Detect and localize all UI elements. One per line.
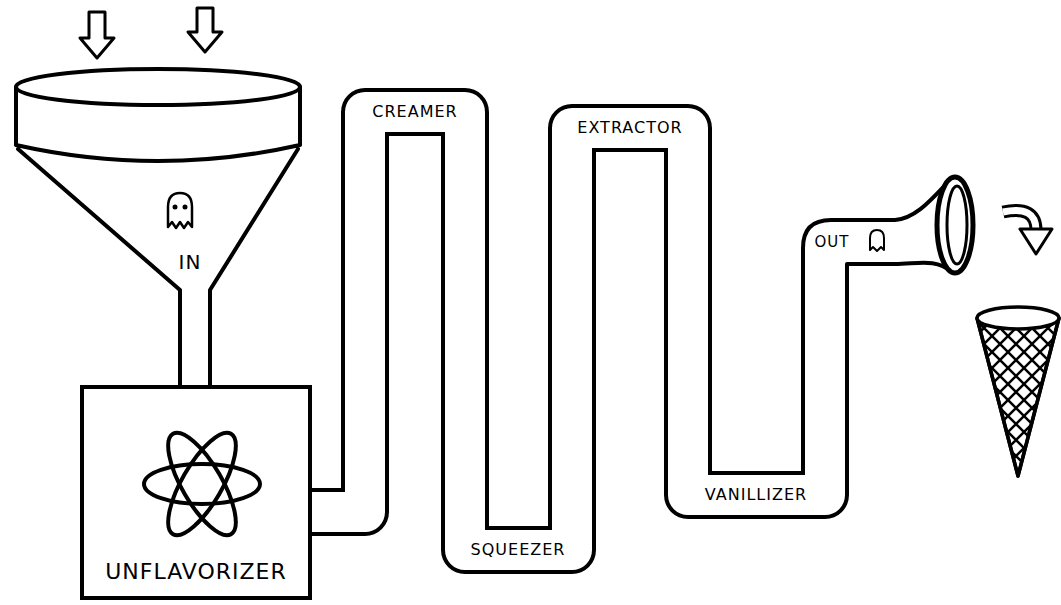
blob-icon xyxy=(168,193,192,228)
atom-symbol xyxy=(144,424,260,544)
machine-box: UNFLAVORIZER xyxy=(80,385,312,600)
atom-orbit xyxy=(156,424,249,544)
stage-label: SQUEEZER xyxy=(468,541,569,559)
blob-eye xyxy=(183,205,188,210)
node-shape xyxy=(10,65,305,290)
atom-orbit xyxy=(144,464,260,504)
output-nozzle: OUT xyxy=(800,170,985,300)
nozzle-opening xyxy=(947,186,967,264)
pipe-wall xyxy=(178,290,212,385)
stage-label: CREAMER xyxy=(369,103,460,121)
pipe-interior xyxy=(312,112,825,550)
pipe-wall xyxy=(312,112,825,550)
funnel: IN xyxy=(10,65,305,290)
funnel-outline xyxy=(16,87,300,290)
pipe-connector xyxy=(195,290,196,385)
drop-arrow xyxy=(1003,210,1036,230)
input-arrow xyxy=(188,8,222,52)
blob-eye xyxy=(173,205,178,210)
node-label: UNFLAVORIZER xyxy=(105,560,287,584)
funnel-fill xyxy=(16,87,300,290)
pipe-connector xyxy=(312,112,825,550)
blob-icon xyxy=(870,230,884,251)
drop-arrow xyxy=(1003,210,1036,230)
nozzle-body xyxy=(803,178,952,300)
pipe-interior xyxy=(182,290,208,385)
node-shape xyxy=(84,389,308,596)
nozzle-rim xyxy=(937,177,973,273)
stage-label: VANILLIZER xyxy=(702,486,810,504)
stage-label: EXTRACTOR xyxy=(574,119,685,137)
drop-arrow-head xyxy=(1020,229,1052,254)
cone-outline xyxy=(977,318,1059,476)
input-arrow xyxy=(80,12,114,58)
funnel-rim xyxy=(16,69,300,105)
node-label: IN xyxy=(179,251,202,273)
cone-waffle xyxy=(970,305,1061,485)
node-label: OUT xyxy=(815,234,850,251)
atom-orbit xyxy=(156,424,249,544)
node-shape xyxy=(800,170,985,300)
cone-rim xyxy=(977,307,1059,329)
